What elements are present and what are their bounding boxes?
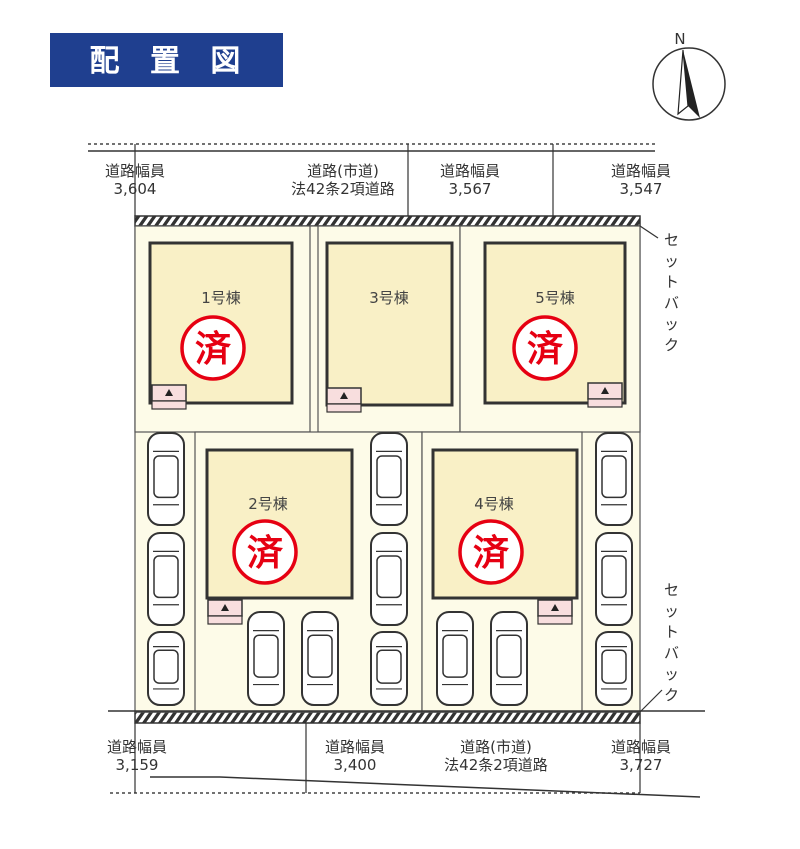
svg-text:ト: ト: [664, 623, 679, 641]
car-icon: [595, 532, 633, 626]
entrance-icon: [537, 599, 573, 625]
svg-text:ッ: ッ: [664, 315, 679, 333]
road-width-label: 道路幅員: [105, 162, 165, 180]
entrance-icon: [151, 384, 187, 410]
svg-text:済: 済: [195, 328, 231, 370]
setback-label-top: セ ッ ト バ ッ ク: [639, 225, 679, 354]
car-icon: [370, 432, 408, 526]
page-title: 配 置 図: [90, 44, 251, 79]
road-name: 道路(市道): [460, 738, 532, 756]
car-icon: [436, 611, 474, 706]
road-edge: [150, 776, 701, 798]
north-compass-icon: N: [652, 30, 726, 121]
building-3[interactable]: 3号棟: [325, 241, 454, 407]
car-icon: [301, 611, 339, 706]
svg-text:ッ: ッ: [664, 665, 679, 683]
road-name: 道路(市道): [307, 162, 379, 180]
road-width-label: 道路幅員: [325, 738, 385, 756]
parking-spaces: [147, 432, 633, 706]
building-label: 2号棟: [248, 495, 288, 513]
svg-text:ト: ト: [664, 273, 679, 291]
svg-text:セ: セ: [664, 231, 679, 249]
svg-text:ク: ク: [664, 686, 679, 704]
top-road-labels: 道路幅員 3,604 道路(市道) 法42条2項道路 道路幅員 3,567 道路…: [105, 162, 671, 198]
car-icon: [147, 432, 185, 526]
svg-text:済: 済: [473, 532, 509, 574]
dimension-arrows: [134, 144, 554, 216]
car-icon: [370, 631, 408, 706]
car-icon: [490, 611, 528, 706]
svg-text:ッ: ッ: [664, 602, 679, 620]
setback-strip-top: [134, 215, 641, 227]
road-width-label: 道路幅員: [611, 738, 671, 756]
road-width-value: 3,547: [620, 180, 663, 198]
car-icon: [147, 532, 185, 626]
building-label: 5号棟: [535, 289, 575, 307]
bottom-road-labels: 道路幅員 3,159 道路幅員 3,400 道路(市道) 法42条2項道路 道路…: [107, 738, 671, 774]
road-width-value: 3,567: [449, 180, 492, 198]
svg-text:ク: ク: [664, 336, 679, 354]
setback-strip-bottom: [134, 711, 641, 724]
entrance-icon: [207, 599, 243, 625]
car-icon: [147, 631, 185, 706]
building-label: 3号棟: [369, 289, 409, 307]
road-width-value: 3,400: [334, 756, 377, 774]
entrance-icon: [326, 387, 362, 413]
north-label: N: [674, 30, 685, 48]
svg-text:バ: バ: [664, 294, 679, 312]
entrances: [151, 382, 623, 625]
dimension-arrows: [134, 723, 641, 793]
svg-text:ッ: ッ: [664, 252, 679, 270]
road-width-label: 道路幅員: [611, 162, 671, 180]
road-width-label: 道路幅員: [107, 738, 167, 756]
sold-stamp: 済: [458, 519, 524, 585]
svg-text:済: 済: [247, 532, 283, 574]
sold-stamp: 済: [180, 315, 246, 381]
car-icon: [595, 432, 633, 526]
car-icon: [595, 631, 633, 706]
road-type: 法42条2項道路: [444, 756, 548, 774]
road-width-value: 3,159: [116, 756, 159, 774]
building-label: 1号棟: [201, 289, 241, 307]
sold-stamp: 済: [232, 519, 298, 585]
sold-stamp: 済: [512, 315, 578, 381]
car-icon: [370, 532, 408, 626]
setback-label-bottom: セ ッ ト バ ッ ク: [639, 581, 679, 713]
title-banner: 配 置 図: [50, 33, 283, 87]
car-icon: [247, 611, 285, 706]
road-width-label: 道路幅員: [440, 162, 500, 180]
entrance-icon: [587, 382, 623, 408]
road-width-value: 3,727: [620, 756, 663, 774]
road-width-value: 3,604: [114, 180, 157, 198]
svg-text:バ: バ: [664, 644, 679, 662]
svg-text:セ: セ: [664, 581, 679, 599]
building-label: 4号棟: [474, 495, 514, 513]
svg-text:済: 済: [527, 328, 563, 370]
road-type: 法42条2項道路: [291, 180, 395, 198]
